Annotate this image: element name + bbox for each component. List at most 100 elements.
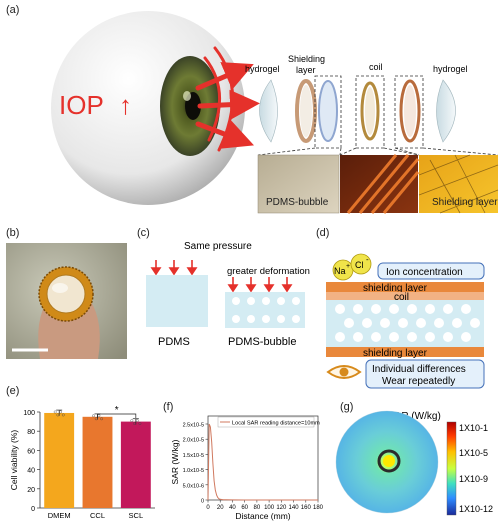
data-point — [100, 417, 104, 421]
data-point — [59, 410, 62, 414]
colorbar-tick-1: 1X10-5 — [459, 448, 488, 458]
data-point — [92, 414, 95, 418]
y-tick-label: 2.5x10-5 — [183, 423, 204, 429]
ion-concentration-box — [377, 262, 485, 280]
bar — [82, 416, 113, 508]
panel-label-d: (d) — [316, 227, 329, 239]
sar-title: SAR (W/kg) — [388, 411, 441, 422]
x-tick-label: 140 — [289, 505, 300, 511]
x-tick-label: 60 — [241, 505, 248, 511]
x-tick-label: 180 — [313, 505, 324, 511]
y-tick-label: 0 — [31, 506, 35, 513]
y-tick-label: 1.0x10-5 — [183, 468, 204, 474]
eyeball-illustration — [51, 11, 245, 205]
category-label: DMEM — [48, 511, 71, 520]
y-axis-label: SAR (W/kg) — [170, 439, 180, 484]
data-point — [135, 419, 139, 422]
differences-line2: Wear repeatedly — [382, 376, 455, 387]
legend-label: Local SAR reading distance=10mm — [232, 421, 320, 427]
eye-icon — [326, 365, 362, 379]
micro-label-pdms-bubble: PDMS-bubble — [266, 197, 329, 208]
data-point — [133, 422, 136, 425]
category-label: SCL — [129, 511, 144, 520]
bubble — [434, 318, 444, 328]
bubble — [335, 304, 345, 314]
shielding-top-text: shielding layer — [363, 283, 428, 294]
lens-shielding-layer — [295, 79, 317, 143]
x-tick-label: 100 — [264, 505, 275, 511]
bubble — [371, 332, 381, 342]
ion-cl-sup: - — [366, 255, 369, 264]
label-greater-deformation: greater deformation — [227, 266, 310, 277]
lens-hydrogel-left — [259, 79, 278, 143]
bubble — [443, 332, 453, 342]
block-pdms — [146, 275, 208, 327]
data-point — [94, 417, 98, 421]
bubble — [452, 318, 462, 328]
panel-label-c: (c) — [137, 227, 150, 239]
lens-shielding-layer-2 — [399, 79, 421, 143]
bubble — [344, 318, 354, 328]
significance-bracket — [97, 413, 137, 418]
bubble — [461, 304, 471, 314]
panel-label-e: (e) — [6, 385, 19, 397]
shielding-layer-top — [326, 282, 484, 292]
ion-concentration-text: Ion concentration — [386, 267, 463, 278]
panel-label-a: (a) — [6, 4, 19, 16]
dashed-boxes — [257, 75, 499, 156]
coil-text: coil — [394, 292, 409, 303]
layer-label-coil: coil — [369, 62, 383, 72]
data-point — [61, 413, 65, 417]
bubble — [389, 304, 399, 314]
micrograph-coil — [340, 154, 420, 214]
label-pdms: PDMS — [158, 336, 190, 348]
photo-lens-on-finger — [6, 243, 127, 359]
bubble — [461, 332, 471, 342]
y-tick-label: 20 — [27, 487, 35, 494]
bubble — [389, 332, 399, 342]
data-point — [138, 422, 142, 425]
layer-label-hydrogel-left: hydrogel — [245, 64, 280, 74]
bubble — [362, 318, 372, 328]
x-tick-label: 80 — [254, 505, 261, 511]
colorbar-tick-3: 1X10-12 — [459, 504, 493, 514]
ion-cl: Cl - — [350, 253, 372, 275]
significance-star: * — [115, 405, 119, 416]
y-tick-label: 2.0x10-5 — [183, 438, 204, 444]
sar-map — [335, 410, 439, 514]
bar — [44, 412, 75, 508]
bubble — [398, 318, 408, 328]
lens-blue-layer — [318, 80, 338, 142]
bubble — [425, 332, 435, 342]
shielding-bottom-text: shielding layer — [363, 348, 428, 359]
panel-label-b: (b) — [6, 227, 19, 239]
micrograph-shielding-layer: Shielding layer — [418, 154, 498, 214]
bubble — [371, 304, 381, 314]
ion-na-text: Na — [334, 266, 346, 276]
panel-label-g: (g) — [340, 401, 353, 413]
bubble — [380, 318, 390, 328]
bubble — [353, 304, 363, 314]
shielding-layer-bottom — [326, 347, 484, 357]
x-axis-label: Distance (mm) — [235, 511, 290, 521]
bubble — [443, 304, 453, 314]
y-tick-label: 0 — [201, 499, 204, 505]
bar — [120, 421, 151, 508]
y-tick-label: 60 — [27, 448, 35, 455]
plot-frame — [207, 415, 319, 501]
layer-label-hydrogel-right: hydrogel — [433, 64, 468, 74]
differences-line1: Individual differences — [372, 364, 466, 375]
y-tick-label: 40 — [27, 468, 35, 475]
ion-cl-text: Cl — [355, 260, 364, 270]
x-tick-label: 160 — [301, 505, 312, 511]
data-point — [53, 410, 57, 414]
label-same-pressure: Same pressure — [184, 241, 252, 252]
bubble — [407, 332, 417, 342]
ion-na: Na + — [332, 259, 354, 281]
layer-label-shielding-2: layer — [296, 65, 316, 75]
bubble-layer — [326, 300, 484, 347]
bubble — [470, 318, 480, 328]
